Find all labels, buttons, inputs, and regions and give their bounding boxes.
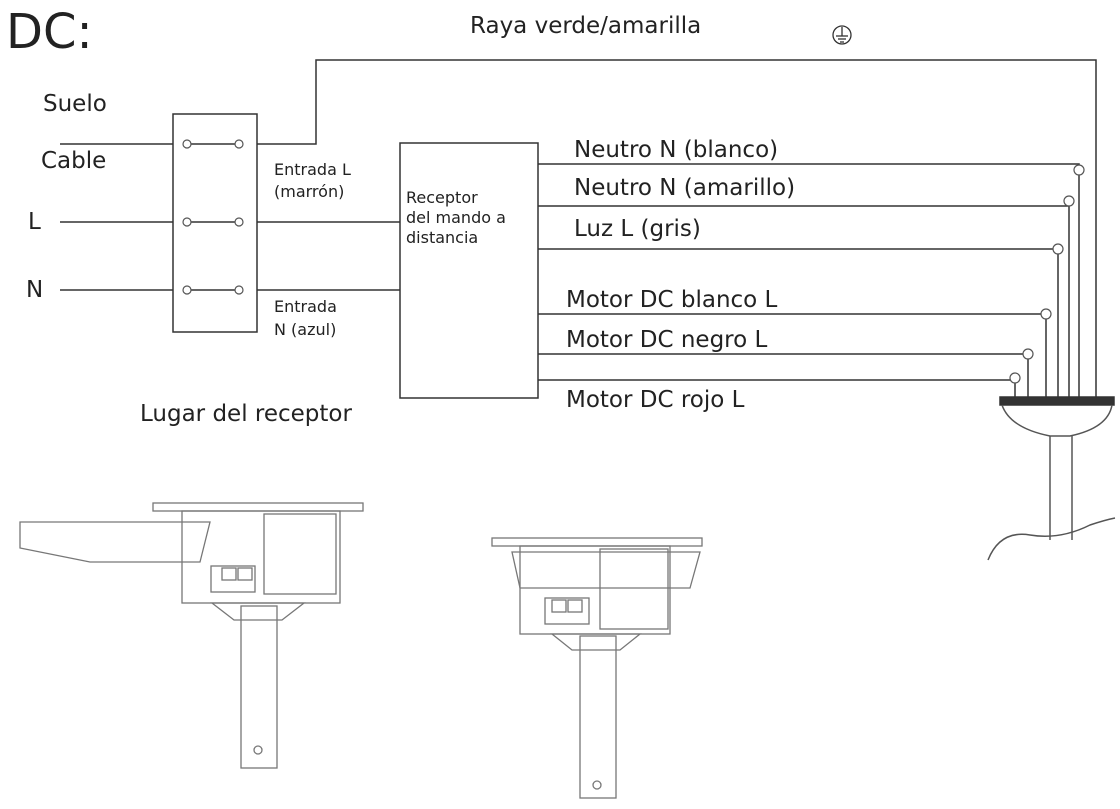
receiver-label-line3: distancia — [406, 228, 479, 247]
input-n-line1: Entrada — [274, 297, 337, 316]
receiver-label-line2: del mando a — [406, 208, 506, 227]
supply-n-label: N — [26, 277, 44, 303]
receiver-label-line1: Receptor — [406, 188, 478, 207]
input-l-line2: (marrón) — [274, 182, 345, 201]
receiver-box — [399, 142, 539, 399]
output-label-neutral-white: Neutro N (blanco) — [574, 137, 779, 163]
output-label-motor-black: Motor DC negro L — [566, 327, 768, 353]
supply-suelo-label: Suelo — [43, 91, 107, 117]
ground-icon — [832, 25, 852, 45]
diagram-title: DC: — [6, 4, 93, 60]
supply-cable-label: Cable — [41, 148, 107, 174]
terminal-block — [172, 113, 258, 333]
output-label-neutral-yellow: Neutro N (amarillo) — [574, 175, 796, 201]
ground-wire-route — [257, 59, 1097, 400]
wire-light-gray — [538, 248, 1059, 400]
ground-wire-label: Raya verde/amarilla — [470, 13, 702, 39]
receiver-label: Receptor del mando a distancia — [406, 188, 536, 248]
supply-l-label: L — [28, 209, 41, 235]
receiver-location-illustration-right — [491, 537, 703, 799]
fan-canopy — [987, 396, 1116, 561]
receiver-location-illustration-left — [19, 502, 364, 769]
receiver-location-label: Lugar del receptor — [140, 401, 352, 427]
input-l-line1: Entrada L — [274, 160, 351, 179]
output-label-light-gray: Luz L (gris) — [574, 216, 701, 242]
wire-neutral-white — [538, 163, 1080, 400]
output-label-motor-red: Motor DC rojo L — [566, 387, 745, 413]
output-label-motor-white: Motor DC blanco L — [566, 287, 778, 313]
input-n-line2: N (azul) — [274, 320, 337, 339]
